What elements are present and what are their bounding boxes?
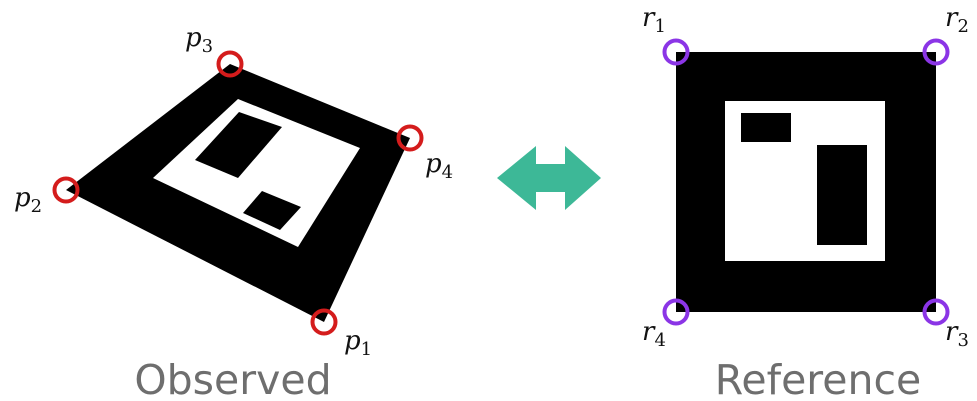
label-r1: r1	[642, 3, 666, 37]
label-p2: p2	[14, 183, 42, 217]
label-r3: r3	[945, 317, 969, 351]
corner-ring-p1	[310, 308, 338, 336]
corner-ring-r3	[922, 298, 950, 326]
reference-marker	[676, 52, 936, 312]
observed-marker-inner-white	[153, 99, 360, 247]
corner-ring-p2	[52, 176, 80, 204]
label-p4: p4	[425, 149, 453, 183]
corner-ring-r2	[922, 38, 950, 66]
label-r2: r2	[945, 3, 969, 37]
corner-ring-p4	[396, 124, 424, 152]
label-r4: r4	[642, 317, 666, 351]
corner-ring-r1	[662, 38, 690, 66]
observed-block-1	[195, 112, 282, 178]
reference-block-2	[817, 145, 867, 245]
double-arrow-icon	[497, 146, 601, 210]
caption-observed: Observed	[134, 356, 331, 401]
label-p1: p1	[344, 326, 372, 360]
corner-ring-p3	[216, 50, 244, 78]
corner-ring-r4	[662, 298, 690, 326]
observed-marker	[66, 64, 410, 322]
label-p3: p3	[185, 23, 213, 57]
reference-block-1	[741, 113, 791, 142]
observed-block-2	[243, 191, 301, 230]
observed-corner-rings	[52, 50, 424, 336]
reference-corner-rings	[662, 38, 950, 326]
caption-reference: Reference	[715, 356, 921, 401]
